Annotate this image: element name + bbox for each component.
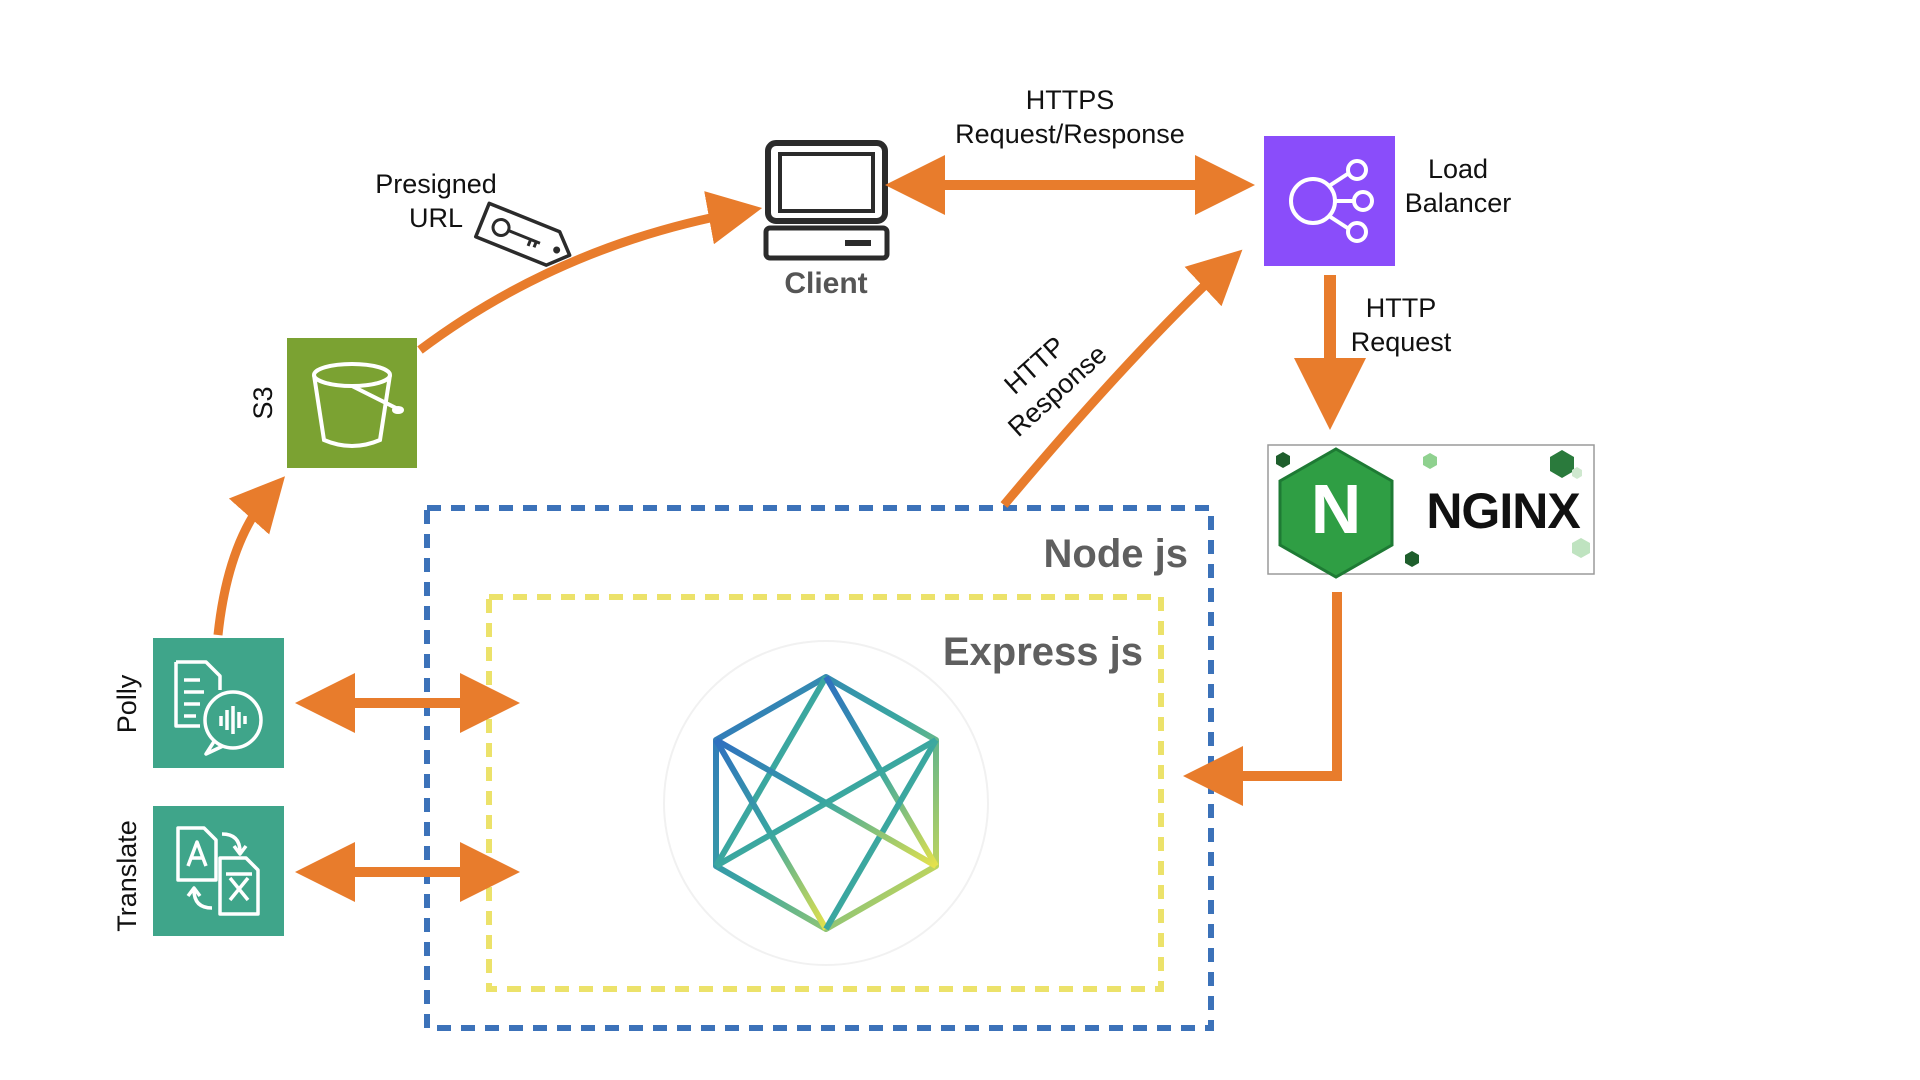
s3-label: S3 — [248, 386, 278, 419]
tag-key-icon — [474, 201, 572, 267]
s3-bucket-icon — [287, 338, 417, 468]
arrow-node-loadbalancer — [1000, 249, 1243, 508]
https-label-line2: Request/Response — [955, 119, 1185, 149]
http-response-label: HTTP Response — [998, 331, 1112, 443]
polly-icon — [153, 638, 284, 768]
arrow-nginx-express — [1183, 592, 1342, 806]
translate-label: Translate — [112, 820, 142, 932]
arrow-polly-s3 — [213, 476, 285, 636]
load-balancer-icon — [1264, 136, 1395, 266]
load-balancer-label-line1: Load — [1428, 154, 1488, 184]
client-icon — [763, 140, 890, 261]
client-label: Client — [784, 267, 867, 300]
nginx-logo: N NGINX — [1267, 444, 1595, 579]
https-label-line1: HTTPS — [1026, 85, 1115, 115]
presigned-label-line1: Presigned — [375, 169, 497, 199]
translate-icon — [153, 806, 284, 936]
express-js-container — [486, 594, 1164, 992]
http-request-label-line2: Request — [1351, 327, 1452, 357]
polly-label: Polly — [112, 674, 142, 733]
express-js-label: Express js — [943, 630, 1143, 674]
arrow-s3-client — [417, 191, 763, 354]
nginx-wordmark: NGINX — [1426, 483, 1580, 539]
presigned-label-line2: URL — [409, 203, 463, 233]
nginx-letter: N — [1311, 470, 1362, 548]
load-balancer-label-line2: Balancer — [1405, 188, 1512, 218]
node-js-label: Node js — [1044, 532, 1188, 576]
http-request-label-line1: HTTP — [1366, 293, 1437, 323]
hexagon-network-icon — [663, 640, 989, 966]
